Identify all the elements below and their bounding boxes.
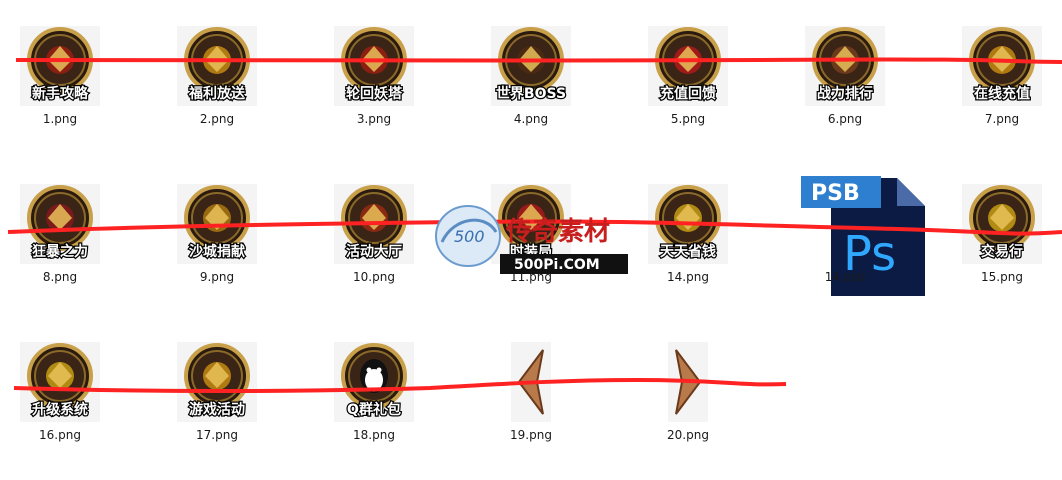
arrow-right-icon	[668, 342, 708, 422]
badge-label: 世界BOSS	[496, 85, 566, 102]
file-item[interactable]: 沙城捐献 9.png	[157, 184, 277, 304]
file-name: 7.png	[984, 112, 1020, 126]
file-thumbnail[interactable]: 活动大厅	[334, 184, 414, 264]
file-name: 2.png	[199, 112, 235, 126]
badge-label: 轮回妖塔	[346, 85, 403, 102]
demon-mask-icon	[46, 204, 74, 232]
watermark: 500 传奇素材 500Pi.COM	[430, 196, 640, 286]
file-thumbnail[interactable]: 战力排行	[805, 26, 885, 106]
coins-pile-icon	[674, 204, 702, 232]
file-item[interactable]: 活动大厅 10.png	[314, 184, 434, 304]
file-name: 14.psb	[824, 270, 866, 284]
file-name: 6.png	[827, 112, 863, 126]
badge-label: 福利放送	[188, 85, 246, 102]
badge-label: 活动大厅	[346, 243, 402, 260]
golden-crest-icon	[46, 362, 74, 390]
file-thumbnail[interactable]: 在线充值	[962, 26, 1042, 106]
file-item[interactable]: 战力排行 6.png	[785, 26, 905, 146]
file-thumbnail[interactable]: 游戏活动	[177, 342, 257, 422]
badge-label: 战力排行	[817, 85, 873, 102]
file-thumbnail[interactable]	[648, 342, 728, 422]
badge-label: Q群礼包	[347, 401, 401, 418]
file-name: 14.png	[667, 270, 709, 284]
file-name: 17.png	[196, 428, 238, 442]
arrow-left-icon	[511, 342, 551, 422]
badge-label: 交易行	[981, 243, 1023, 260]
file-thumbnail[interactable]: 福利放送	[177, 26, 257, 106]
file-item[interactable]: 20.png	[628, 342, 748, 462]
badge-label: 在线充值	[974, 85, 1030, 102]
photoshop-psb-icon: PSB Ps	[801, 176, 925, 296]
file-name: 9.png	[199, 270, 235, 284]
watermark-site-text: 500Pi.COM	[514, 257, 600, 273]
file-name: 10.png	[353, 270, 395, 284]
file-item[interactable]: 福利放送 2.png	[157, 26, 277, 146]
file-name: 16.png	[39, 428, 81, 442]
file-thumbnail[interactable]: 狂暴之力	[20, 184, 100, 264]
file-name: 20.png	[667, 428, 709, 442]
file-thumbnail[interactable]: Q群礼包	[334, 342, 414, 422]
psb-tag: PSB	[811, 181, 860, 206]
file-thumbnail[interactable]: 充值回馈	[648, 26, 728, 106]
crossed-swords-icon	[360, 204, 388, 232]
castle-icon	[203, 204, 231, 232]
file-item[interactable]: 轮回妖塔 3.png	[314, 26, 434, 146]
file-name: 5.png	[670, 112, 706, 126]
file-name: 3.png	[356, 112, 392, 126]
badge-label: 充值回馈	[660, 85, 716, 102]
file-item[interactable]: 游戏活动 17.png	[157, 342, 277, 462]
file-item[interactable]: 狂暴之力 8.png	[0, 184, 120, 304]
file-name: 15.png	[981, 270, 1023, 284]
gift-bag-icon	[674, 46, 702, 74]
pagoda-icon	[360, 46, 388, 74]
file-item[interactable]: 世界BOSS 4.png	[471, 26, 591, 146]
badge-label: 天天省钱	[660, 243, 716, 260]
badge-label: 游戏活动	[189, 401, 245, 418]
file-thumbnail[interactable]: 沙城捐献	[177, 184, 257, 264]
golden-helmet-icon	[203, 362, 231, 390]
file-name: 1.png	[42, 112, 78, 126]
file-thumbnail[interactable]: 轮回妖塔	[334, 26, 414, 106]
dragon-icon	[517, 46, 545, 74]
file-item[interactable]: PSB Ps 14.psb	[785, 176, 925, 304]
file-item[interactable]: 新手攻略 1.png	[0, 26, 120, 146]
file-item[interactable]: Q群礼包 18.png	[314, 342, 434, 462]
file-item[interactable]: 天天省钱 14.png	[628, 184, 748, 304]
file-thumbnail[interactable]: 升级系统	[20, 342, 100, 422]
file-name: 18.png	[353, 428, 395, 442]
winged-ornament-icon	[988, 204, 1016, 232]
file-thumbnail[interactable]: PSB Ps	[801, 170, 931, 300]
file-item[interactable]: 升级系统 16.png	[0, 342, 120, 462]
file-thumbnail[interactable]: 天天省钱	[648, 184, 728, 264]
file-thumbnail[interactable]: 新手攻略	[20, 26, 100, 106]
file-item[interactable]: 交易行 15.png	[942, 184, 1062, 304]
badge-label: 沙城捐献	[189, 243, 245, 260]
file-thumbnail[interactable]: 交易行	[962, 184, 1042, 264]
file-item[interactable]: 在线充值 7.png	[942, 26, 1062, 146]
badge-label: 新手攻略	[32, 85, 89, 102]
file-item[interactable]: 充值回馈 5.png	[628, 26, 748, 146]
file-name: 19.png	[510, 428, 552, 442]
sword-icon	[831, 46, 859, 74]
qq-penguin-icon	[360, 359, 388, 393]
watermark-logo: 500	[454, 227, 485, 246]
file-thumbnail[interactable]: 世界BOSS	[491, 26, 571, 106]
scroll-icon	[46, 46, 74, 74]
gold-ingot-icon	[203, 46, 231, 74]
treasure-chest-icon	[988, 46, 1016, 74]
file-thumbnail[interactable]	[491, 342, 571, 422]
badge-label: 升级系统	[32, 401, 88, 418]
badge-label: 狂暴之力	[32, 243, 88, 260]
file-name: 4.png	[513, 112, 549, 126]
watermark-main-text: 传奇素材	[505, 217, 610, 247]
file-item[interactable]: 19.png	[471, 342, 591, 462]
file-name: 8.png	[42, 270, 78, 284]
